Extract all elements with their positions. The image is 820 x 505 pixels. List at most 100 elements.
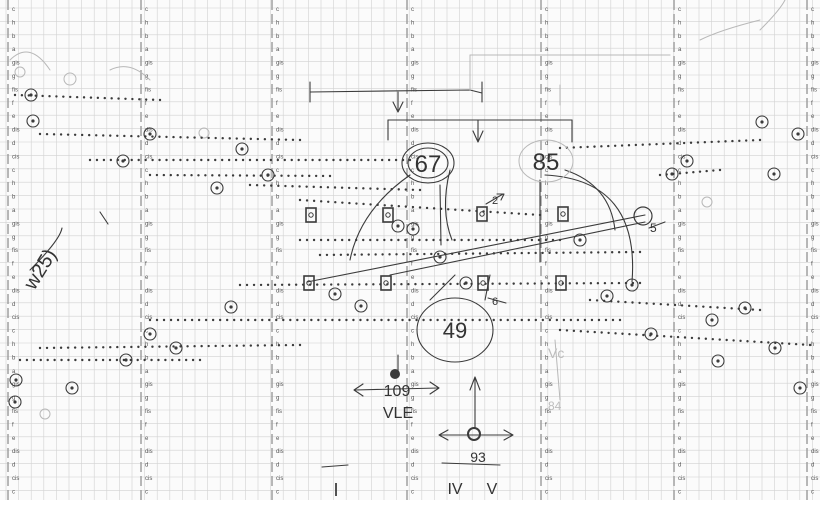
pitch-label: gis — [411, 61, 419, 67]
circled-note — [711, 354, 725, 368]
pitch-label: h — [276, 181, 279, 187]
pitch-label: fis — [545, 248, 551, 254]
pitch-label: f — [678, 422, 680, 428]
pitch-label: gis — [678, 382, 686, 388]
pitch-label: dis — [811, 128, 819, 134]
pitch-label: b — [145, 355, 149, 361]
pitch-label: c — [411, 489, 414, 495]
circled-note — [768, 341, 782, 355]
pitch-label: gis — [276, 382, 284, 388]
pitch-label: cis — [276, 315, 283, 321]
pitch-label: fis — [145, 87, 151, 93]
pitch-label: c — [811, 168, 814, 174]
pitch-label: gis — [678, 61, 686, 67]
pitch-label: gis — [12, 61, 20, 67]
bottom-ratio: 93 — [470, 449, 486, 465]
pitch-label: cis — [12, 315, 19, 321]
pitch-label: gis — [811, 382, 819, 388]
pitch-label: b — [545, 34, 549, 40]
pitch-label: a — [545, 369, 549, 375]
pitch-label: gis — [276, 61, 284, 67]
pitch-label: c — [145, 329, 148, 335]
pitch-label: c — [811, 7, 814, 13]
pitch-label: dis — [545, 128, 553, 134]
circled-note — [467, 427, 481, 441]
pitch-label: a — [276, 369, 280, 375]
left-margin-note: w25) — [19, 245, 61, 294]
faint-erased-marks — [9, 0, 786, 420]
pitch-label: dis — [811, 449, 819, 455]
pitch-label: e — [545, 436, 549, 442]
pitch-label: a — [12, 208, 16, 214]
pitch-label: cis — [545, 154, 552, 160]
circled-note — [8, 395, 22, 409]
pitch-label: b — [678, 34, 682, 40]
pitch-label: h — [545, 342, 548, 348]
pitch-label: h — [12, 342, 15, 348]
pitch-label: a — [411, 208, 415, 214]
pitch-label: dis — [411, 128, 419, 134]
ellipse-lower — [416, 297, 494, 363]
pitch-label: h — [811, 342, 814, 348]
pitch-label: gis — [276, 221, 284, 227]
pitch-label: dis — [12, 128, 20, 134]
pitch-label: f — [411, 422, 413, 428]
pitch-label: a — [12, 369, 16, 375]
pitch-label: fis — [678, 409, 684, 415]
pitch-label: fis — [145, 409, 151, 415]
pitch-label: cis — [411, 154, 418, 160]
boxed-note — [382, 207, 394, 223]
circled-note — [459, 276, 473, 290]
pitch-label: e — [411, 436, 415, 442]
pitch-label: a — [145, 208, 149, 214]
circled-note — [633, 206, 653, 226]
pitch-label: dis — [545, 449, 553, 455]
pitch-label: d — [545, 302, 548, 308]
pitch-label: gis — [145, 221, 153, 227]
circled-note — [705, 313, 719, 327]
pitch-label: c — [411, 168, 414, 174]
circled-note — [143, 127, 157, 141]
pitch-label: h — [678, 342, 681, 348]
pitch-label: cis — [276, 476, 283, 482]
pitch-label: c — [811, 489, 814, 495]
pitch-label: f — [678, 262, 680, 268]
pitch-label: c — [411, 7, 414, 13]
pitch-label: dis — [276, 449, 284, 455]
boxed-note — [303, 275, 315, 291]
circled-note — [644, 327, 658, 341]
circled-note — [665, 167, 679, 181]
circled-note — [767, 167, 781, 181]
pitch-label: a — [276, 47, 280, 53]
pitch-label: dis — [811, 288, 819, 294]
pitch-label: g — [811, 74, 814, 80]
pitch-label: gis — [145, 61, 153, 67]
circled-note — [680, 154, 694, 168]
pitch-label: fis — [678, 248, 684, 254]
circled-note — [235, 142, 249, 156]
pitch-label: c — [411, 329, 414, 335]
pitch-label: b — [12, 355, 16, 361]
pitch-label: h — [545, 20, 548, 26]
pitch-label: e — [12, 275, 16, 281]
pitch-label: e — [145, 436, 149, 442]
pitch-label: dis — [145, 288, 153, 294]
pitch-label: a — [678, 369, 682, 375]
pitch-label: g — [545, 235, 548, 241]
pitch-label: d — [545, 141, 548, 147]
boxed-note — [476, 206, 488, 222]
pitch-label: gis — [545, 61, 553, 67]
pitch-label: cis — [12, 154, 19, 160]
pitch-label: a — [145, 47, 149, 53]
pitch-label: g — [276, 396, 279, 402]
pitch-label: f — [276, 422, 278, 428]
pitch-label: dis — [276, 128, 284, 134]
upper-left-number: 67 — [415, 151, 442, 178]
pitch-label: d — [678, 463, 681, 469]
pitch-label: f — [12, 101, 14, 107]
pitch-label: b — [12, 195, 16, 201]
pitch-label: c — [545, 489, 548, 495]
pitch-label: a — [811, 208, 815, 214]
roman-one: I — [333, 480, 338, 500]
